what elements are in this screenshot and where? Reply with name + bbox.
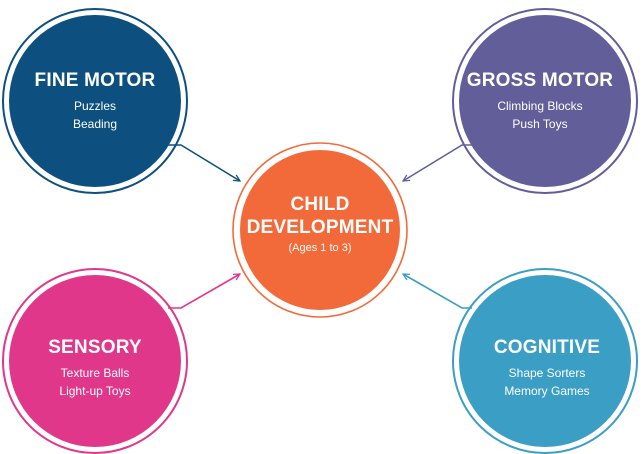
node-cognitive-circle — [459, 275, 631, 447]
node-sensory-item: Light-up Toys — [59, 384, 131, 398]
node-fine-motor-title: FINE MOTOR — [34, 70, 156, 91]
node-cognitive-item: Memory Games — [504, 384, 590, 398]
node-cognitive-label: COGNITIVE Shape Sorters Memory Games — [462, 336, 632, 400]
node-fine-motor-ring — [2, 8, 188, 194]
connector-sensory — [168, 274, 240, 309]
connector-cognitive — [403, 274, 472, 309]
node-sensory-circle — [9, 275, 181, 447]
node-cognitive-ring — [452, 268, 638, 454]
connector-fine-motor — [168, 144, 240, 181]
node-gross-motor-title: GROSS MOTOR — [466, 70, 614, 91]
node-sensory-title: SENSORY — [48, 337, 142, 358]
node-fine-motor-label: FINE MOTOR Puzzles Beading — [10, 69, 180, 133]
node-gross-motor-label: GROSS MOTOR Climbing Blocks Push Toys — [455, 69, 625, 133]
node-cognitive-item: Shape Sorters — [508, 366, 586, 380]
center-node-circle — [240, 150, 400, 310]
node-cognitive-title: COGNITIVE — [493, 337, 601, 358]
center-node-ring — [232, 142, 408, 318]
node-gross-motor-ring — [452, 8, 638, 194]
center-title-line2: DEVELOPMENT — [246, 217, 394, 238]
node-gross-motor-circle — [459, 15, 631, 187]
center-subtitle: (Ages 1 to 3) — [288, 242, 352, 254]
center-node-label: CHILD DEVELOPMENT (Ages 1 to 3) — [235, 193, 405, 257]
center-title-line1: CHILD — [290, 194, 350, 215]
node-sensory-ring — [2, 268, 188, 454]
node-sensory-item: Texture Balls — [60, 366, 130, 380]
node-fine-motor-item: Beading — [72, 117, 118, 131]
node-fine-motor-circle — [9, 15, 181, 187]
connector-gross-motor — [403, 144, 472, 181]
node-gross-motor-item: Push Toys — [512, 117, 568, 131]
node-gross-motor-item: Climbing Blocks — [497, 99, 583, 113]
node-fine-motor-item: Puzzles — [73, 99, 117, 113]
node-sensory-label: SENSORY Texture Balls Light-up Toys — [10, 336, 180, 400]
